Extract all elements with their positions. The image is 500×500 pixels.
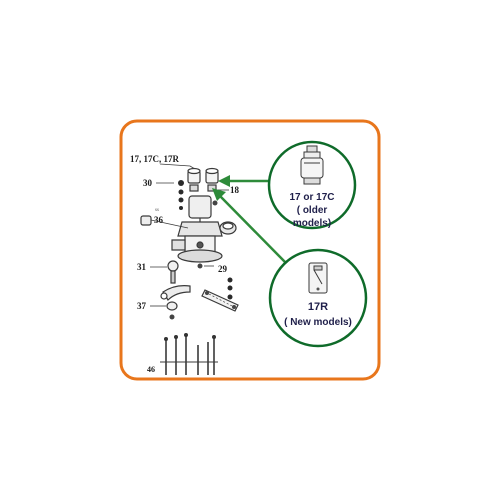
callout-older-line1: 17 or 17C — [289, 192, 334, 203]
svg-text:ss: ss — [155, 208, 159, 213]
arrow-new-models — [219, 195, 286, 263]
washer-stack-left — [178, 180, 184, 210]
part-label-36: 36 — [154, 215, 164, 225]
callout-older-line3: models) — [293, 218, 331, 229]
arrowhead-older-models — [218, 175, 230, 187]
pump-sleeve-icon — [308, 262, 328, 294]
part-label-46: 46 — [147, 365, 155, 374]
header-part-label: 17, 17C, 17R — [130, 154, 179, 164]
callout-older-line2: ( older — [297, 205, 328, 216]
callout-new-line1: 17R — [308, 301, 328, 313]
stud-31 — [167, 260, 179, 284]
linkage-bar — [201, 289, 239, 312]
bushing-36 — [140, 215, 189, 229]
lever-arm — [160, 285, 191, 301]
cap-part-right — [212, 200, 237, 235]
part-label-31: 31 — [137, 262, 147, 272]
pump-cylinder-icon — [300, 145, 324, 185]
callout-arrows — [212, 175, 286, 263]
exploded-view-drawing: 17, 17C, 17R 30 18 — [130, 154, 240, 375]
pump-body — [171, 195, 223, 263]
bolt-37 — [166, 301, 178, 320]
part-label-30: 30 — [143, 178, 153, 188]
long-bolts-46 — [160, 333, 218, 375]
arrowhead-new-models — [212, 188, 226, 201]
part-label-18: 18 — [230, 185, 240, 195]
callout-older-models: 17 or 17C ( older models) — [267, 140, 357, 230]
callout-new-line2: ( New models) — [284, 317, 352, 328]
callout-new-models: 17R ( New models) — [268, 248, 368, 348]
fastener-stack-29 — [227, 277, 233, 300]
part-label-37: 37 — [137, 301, 147, 311]
part-label-29: 29 — [218, 264, 228, 274]
